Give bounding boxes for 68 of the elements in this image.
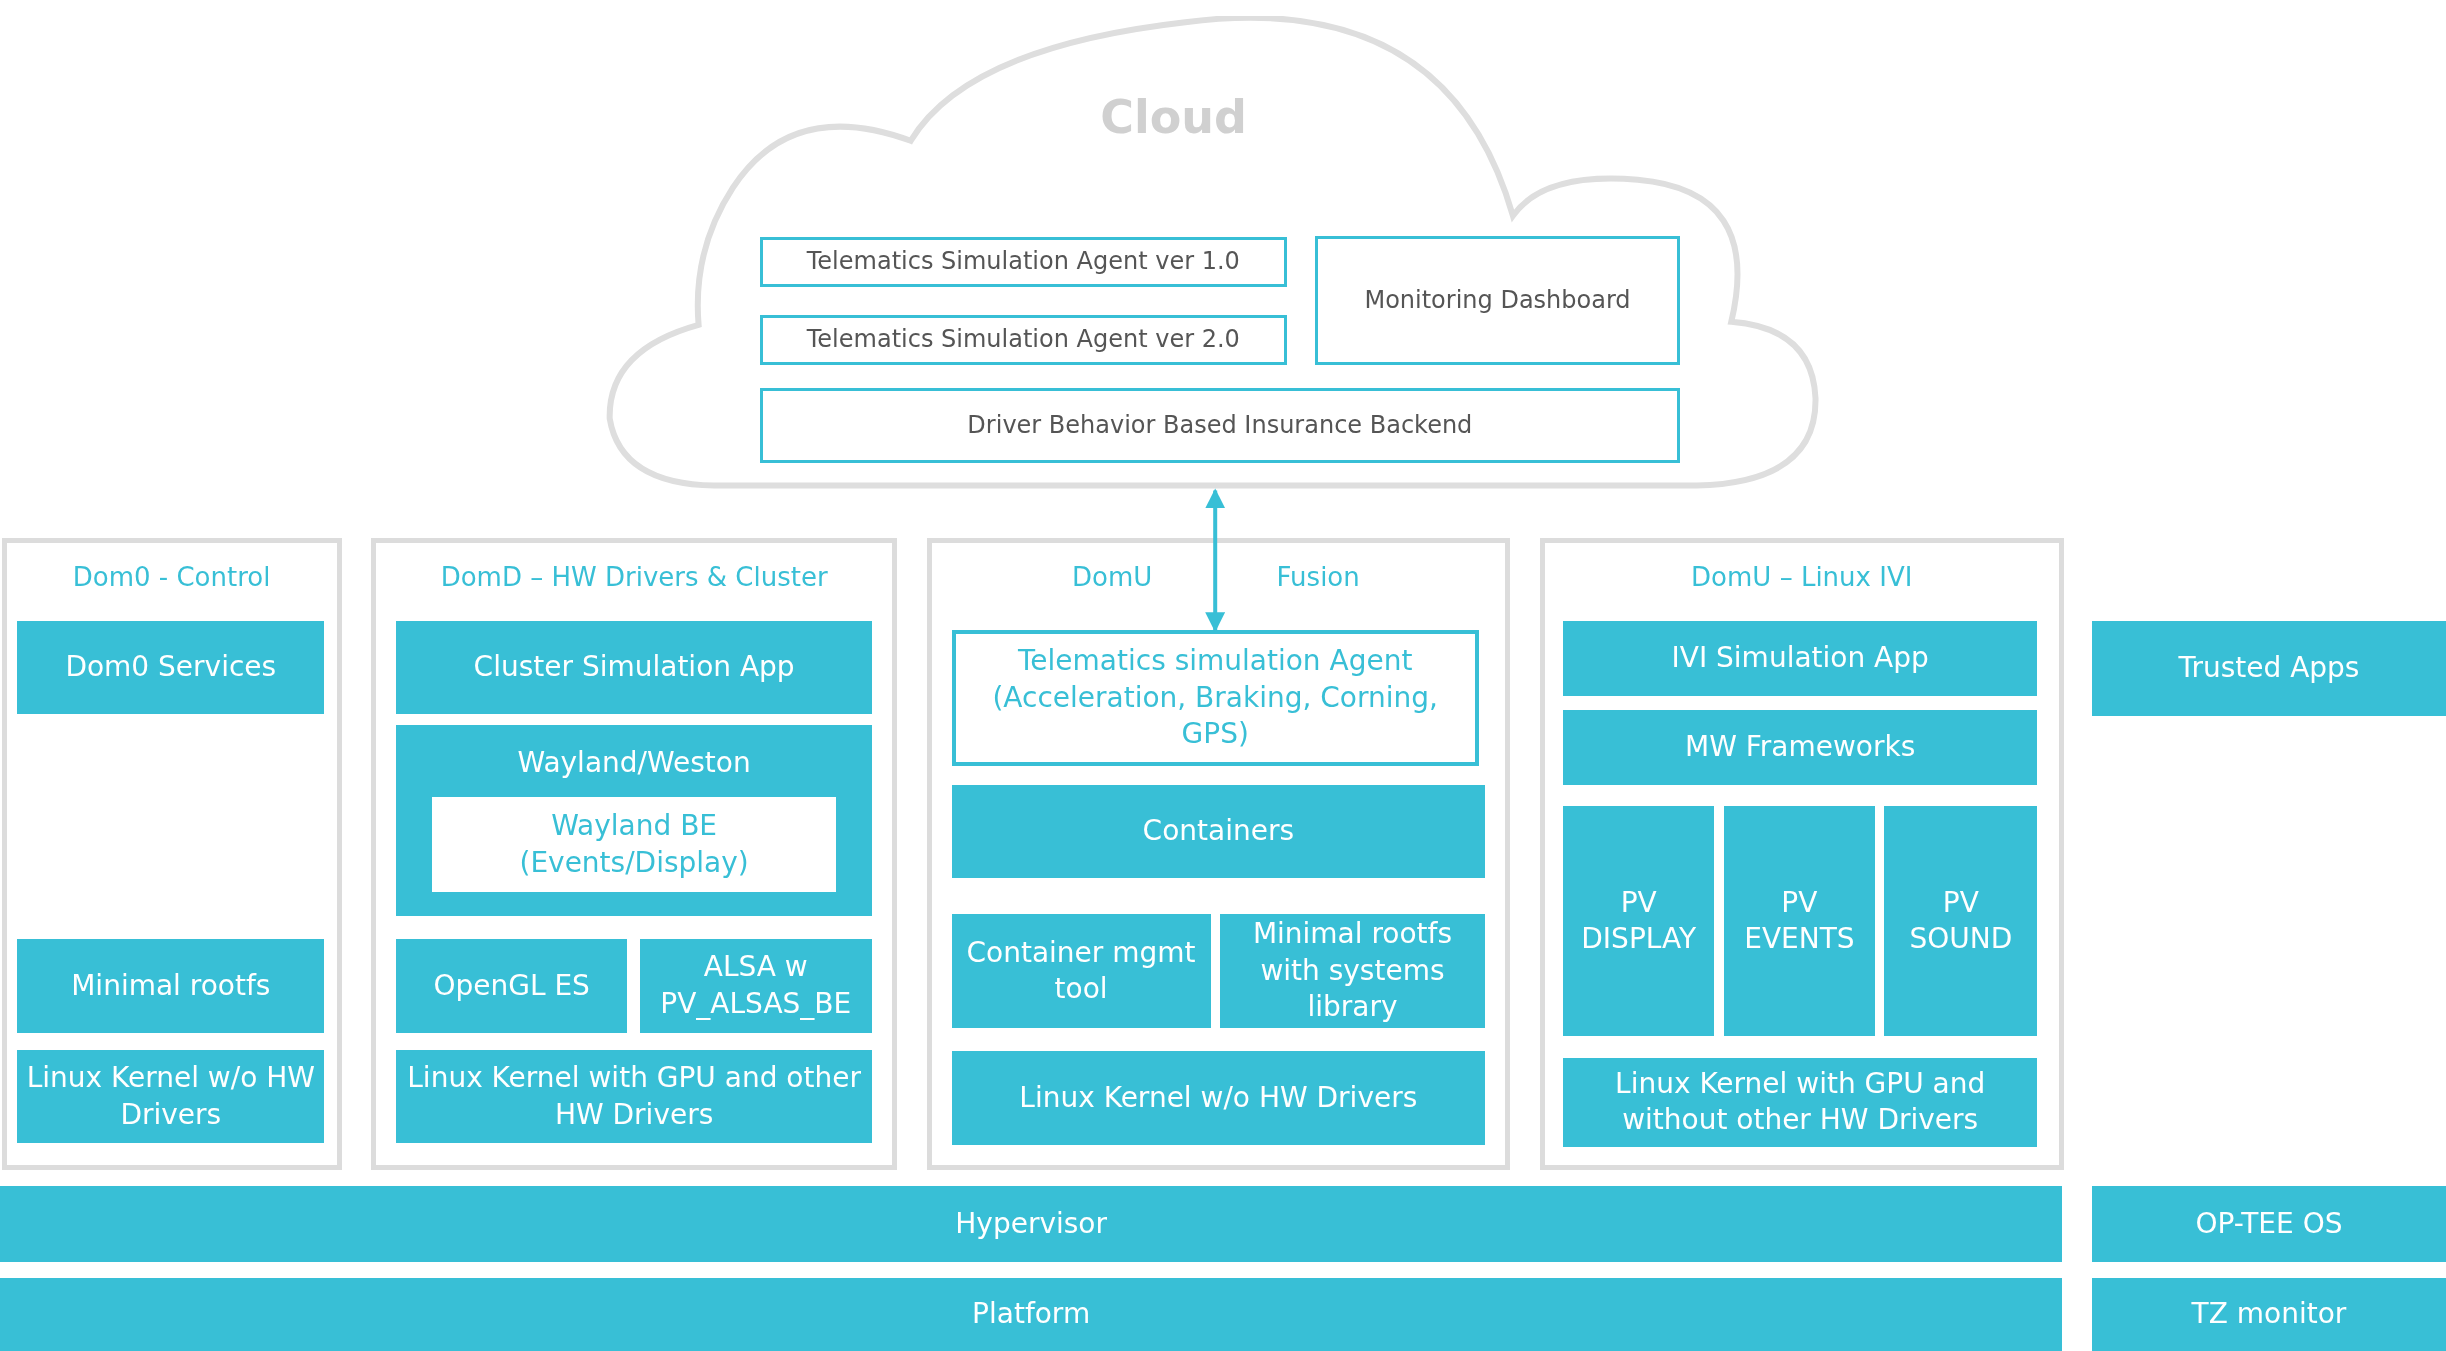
box-label: OpenGL ES: [432, 967, 591, 1004]
panel-heading: Fusion: [1275, 561, 1361, 595]
service-box: [759, 237, 1287, 287]
domain-panel: [926, 538, 1510, 1170]
box-label: Container mgmt tool: [965, 934, 1197, 1008]
component-box: [1563, 806, 1715, 1036]
box-label: Containers: [1141, 813, 1295, 850]
box-label: ALSA w PV_ALSAS_BE: [659, 949, 853, 1022]
double-arrow: [1205, 488, 1226, 633]
component-box: [1723, 806, 1876, 1036]
component-box: [639, 939, 872, 1033]
box-label: Linux Kernel w/o HW Drivers: [25, 1060, 316, 1133]
component-box: [1563, 620, 2038, 696]
service-box: [1315, 235, 1681, 365]
box-label: IVI Simulation App: [1670, 640, 1930, 677]
box-label: PV SOUND: [1908, 884, 2014, 958]
box-label: Telematics Simulation Agent ver 1.0: [805, 246, 1241, 278]
box-label: Linux Kernel w/o HW Drivers: [1018, 1080, 1419, 1116]
box-label: Wayland BE (Events/Display): [518, 808, 750, 881]
component-box: [432, 797, 837, 893]
domain-panel: [371, 538, 897, 1170]
component-box: [0, 1277, 2063, 1351]
panel-heading: Dom0 - Control: [71, 561, 272, 595]
component-box: [396, 620, 872, 715]
component-box: [1563, 709, 2038, 785]
panel-heading: DomD – HW Drivers & Cluster: [439, 561, 829, 595]
panel-heading: DomU – Linux IVI: [1690, 561, 1914, 595]
box-label: Monitoring Dashboard: [1363, 284, 1632, 316]
component-box: [0, 1185, 2063, 1262]
box-label: Telematics simulation Agent (Acceleration, Braking, Corning, GPS): [991, 643, 1439, 753]
box-label: Minimal rootfs with systems library: [1251, 916, 1454, 1026]
box-label: TZ monitor: [2190, 1296, 2348, 1333]
box-label: Platform: [971, 1296, 1092, 1333]
component-box: [2091, 1185, 2446, 1262]
box-label: Cluster Simulation App: [472, 649, 796, 686]
box-label: Hypervisor: [954, 1205, 1108, 1242]
box-label: Dom0 Services: [64, 649, 278, 686]
box-label: Wayland/Weston: [516, 745, 752, 782]
component-box: [1884, 806, 2038, 1036]
component-box: [1219, 914, 1486, 1028]
service-box: [759, 388, 1681, 464]
component-box: [396, 725, 872, 916]
box-label: Trusted Apps: [2177, 650, 2361, 687]
cloud-shape: [605, 15, 1822, 492]
domain-panel: [1539, 538, 2064, 1170]
box-label: PV DISPLAY: [1580, 884, 1698, 958]
service-box: [759, 315, 1287, 365]
component-box: [951, 914, 1211, 1028]
component-box: [951, 784, 1486, 879]
box-label: MW Frameworks: [1684, 729, 1917, 765]
component-box: [951, 1051, 1486, 1145]
component-box: [17, 939, 325, 1033]
component-box: [1563, 1057, 2038, 1147]
box-label: Minimal rootfs: [70, 967, 272, 1004]
component-box: [17, 1049, 325, 1144]
box-label: Linux Kernel with GPU and other HW Drivers: [406, 1060, 862, 1133]
box-label: Driver Behavior Based Insurance Backend: [966, 410, 1474, 442]
component-box: [396, 1049, 872, 1144]
box-label: Telematics Simulation Agent ver 2.0: [805, 324, 1241, 356]
component-box: [2091, 620, 2446, 716]
component-box: [951, 630, 1479, 766]
component-box: [396, 939, 628, 1033]
box-label: OP-TEE OS: [2194, 1205, 2344, 1242]
component-box: [2091, 1277, 2446, 1351]
box-label: Linux Kernel with GPU and without other HW Drivers: [1614, 1065, 1987, 1139]
box-label: PV EVENTS: [1743, 884, 1856, 958]
component-box: [17, 620, 325, 715]
domain-panel: [1, 538, 342, 1170]
